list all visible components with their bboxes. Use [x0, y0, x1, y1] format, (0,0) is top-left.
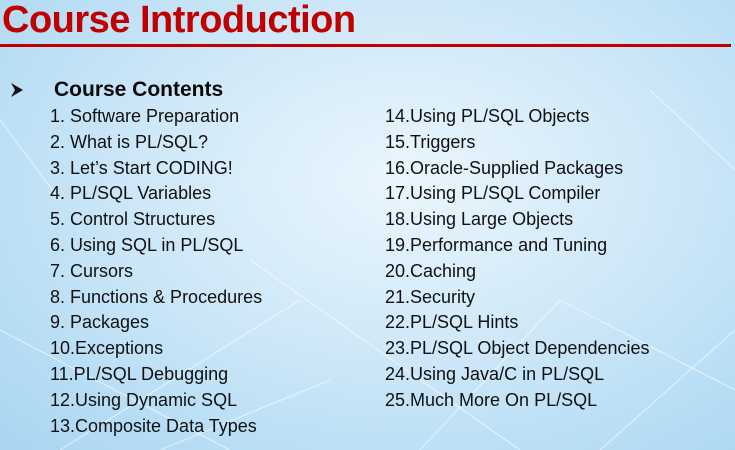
course-item: 10.Exceptions	[50, 338, 164, 359]
course-item: 14.Using PL/SQL Objects	[385, 106, 590, 126]
course-item: 12.Using Dynamic SQL	[50, 389, 238, 410]
course-item: 16.Oracle-Supplied Packages	[385, 157, 624, 178]
course-item: 5. Control Structures	[50, 209, 216, 230]
course-list-left: 1. Software Preparation 2. What is PL/SQ…	[50, 104, 262, 439]
course-item: 15.Triggers	[385, 131, 476, 152]
course-item: 9. Packages	[50, 312, 150, 333]
course-item: 19.Performance and Tuning	[385, 234, 608, 255]
arrowhead-bullet-icon	[11, 83, 23, 97]
course-item: 25.Much More On PL/SQL	[385, 389, 598, 410]
section-heading: Course Contents	[10, 78, 223, 102]
course-item: 8. Functions & Procedures	[50, 286, 263, 307]
course-item: 18.Using Large Objects	[385, 209, 574, 230]
course-item: 7. Cursors	[50, 260, 134, 281]
course-list-right: 14.Using PL/SQL Objects 15.Triggers 16.O…	[385, 104, 650, 414]
course-item: 11.PL/SQL Debugging	[50, 363, 229, 384]
title-underline	[0, 44, 731, 47]
slide-title: Course Introduction	[2, 0, 356, 41]
course-item: 1. Software Preparation	[50, 106, 240, 126]
course-item: 20.Caching	[385, 260, 477, 281]
course-item: 2. What is PL/SQL?	[50, 131, 209, 152]
course-item: 6. Using SQL in PL/SQL	[50, 234, 244, 255]
course-item: 24.Using Java/C in PL/SQL	[385, 363, 605, 384]
course-item: 23.PL/SQL Object Dependencies	[385, 338, 650, 359]
course-item: 4. PL/SQL Variables	[50, 183, 212, 204]
section-heading-label: Course Contents	[54, 78, 224, 101]
course-item: 22.PL/SQL Hints	[385, 312, 519, 333]
course-item: 21.Security	[385, 286, 476, 307]
course-item: 13.Composite Data Types	[50, 415, 257, 436]
course-item: 17.Using PL/SQL Compiler	[385, 183, 601, 204]
course-item: 3. Let’s Start CODING!	[50, 157, 233, 178]
